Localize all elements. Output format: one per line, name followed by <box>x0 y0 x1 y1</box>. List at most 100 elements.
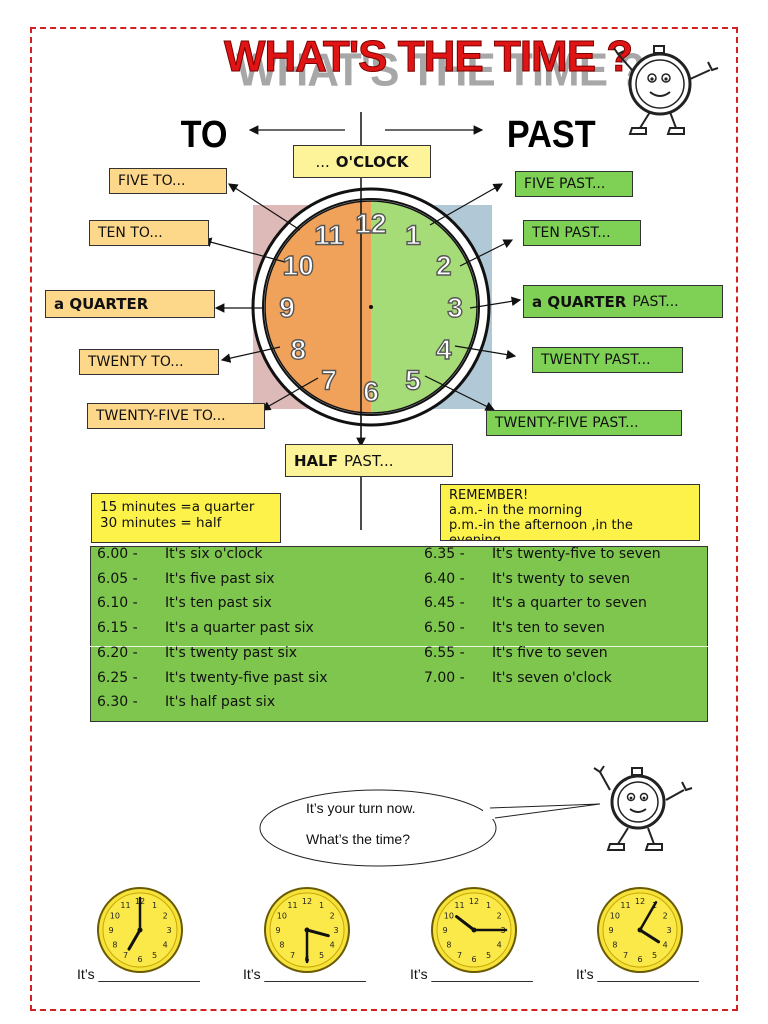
label-twenty-past: TWENTY PAST... <box>532 347 683 373</box>
table-divider <box>90 646 708 647</box>
to-heading: TO <box>180 114 228 156</box>
answer-line-1[interactable]: It’s _____________ <box>77 966 200 982</box>
table-row: 6.05 - It's five past six <box>97 571 397 589</box>
exercise-clock-number: 9 <box>108 926 113 935</box>
table-row: 6.55 -It's five to seven <box>424 645 724 663</box>
label-text: TEN PAST... <box>532 225 611 241</box>
table-row: 6.10 -It's ten past six <box>97 595 397 613</box>
clock-number: 8 <box>290 334 306 365</box>
exercise-clock-number: 4 <box>663 941 668 950</box>
remember-note: REMEMBER! a.m.- in the morning p.m.-in t… <box>440 484 700 541</box>
exercise-clock-number: 12 <box>302 897 312 906</box>
oclock-label: ... O'CLOCK <box>293 145 431 178</box>
row-time: 6.35 - <box>424 546 465 562</box>
exercise-clock-number: 1 <box>486 901 491 910</box>
label-text: PAST... <box>632 293 679 310</box>
exercise-clock-number: 3 <box>166 926 171 935</box>
exercise-clock-number: 4 <box>163 941 168 950</box>
label-quarter-past: a QUARTER PAST... <box>523 285 723 318</box>
table-row: 6.40 -It's twenty to seven <box>424 571 724 589</box>
past-heading: PAST <box>506 114 596 156</box>
answer-line-2[interactable]: It’s _____________ <box>243 966 366 982</box>
remember-line: p.m.-in the afternoon ,in the <box>449 518 633 533</box>
exercise-clock-number: 1 <box>152 901 157 910</box>
exercise-clock-number: 8 <box>112 941 117 950</box>
bubble-line-1: It’s your turn now. <box>306 800 416 816</box>
table-row: 7.00 -It's seven o'clock <box>424 670 724 688</box>
exercise-clock-number: 9 <box>442 926 447 935</box>
answer-line-3[interactable]: It’s _____________ <box>410 966 533 982</box>
exercise-clock-number: 5 <box>652 951 657 960</box>
exercise-clock-number: 2 <box>163 912 168 921</box>
exercise-clock-number: 10 <box>610 912 620 921</box>
exercise-clock-number: 8 <box>446 941 451 950</box>
label-ten-past: TEN PAST... <box>523 220 641 246</box>
row-time: 6.55 - <box>424 644 465 661</box>
label-text: TWENTY PAST... <box>541 352 651 368</box>
exercise-clock-number: 6 <box>471 955 476 964</box>
row-time: 7.00 - <box>424 669 465 686</box>
exercise-clock-number: 2 <box>663 912 668 921</box>
table-row: 6.20 -It's twenty past six <box>97 645 397 663</box>
clock-number: 9 <box>279 292 295 323</box>
row-text: It's a quarter past six <box>165 620 314 637</box>
clock-number: 4 <box>436 334 452 365</box>
row-time: 6.10 - <box>97 595 138 612</box>
hour-hand <box>127 928 142 951</box>
half-past-label: HALF PAST... <box>285 444 453 477</box>
table-row: 6.45 - It's a quarter to seven <box>424 595 724 613</box>
remember-title: REMEMBER! <box>449 488 529 503</box>
row-time: 6.30 - <box>97 694 138 711</box>
row-time: 6.05 - <box>97 570 138 587</box>
exercise-clock-number: 8 <box>279 941 284 950</box>
label-quarter-to: a QUARTER <box>45 290 215 318</box>
label-text: FIVE PAST... <box>524 176 606 192</box>
row-text: It's half past six <box>165 694 276 711</box>
exercise-clock-number: 4 <box>497 941 502 950</box>
cartoon-clock-icon <box>593 765 693 851</box>
label-twenty-five-past: TWENTY-FIVE PAST... <box>486 410 682 436</box>
exercise-clock-number: 5 <box>319 951 324 960</box>
dashed-page-border <box>30 27 738 1011</box>
exercise-clock-number: 10 <box>110 912 120 921</box>
minutes-note-line: 30 minutes = half <box>100 515 222 531</box>
exercise-clocks: 1234567891011121234567891011121234567891… <box>97 887 683 973</box>
clock-number: 11 <box>314 219 344 250</box>
exercise-clock-number: 5 <box>486 951 491 960</box>
label-text: TWENTY-FIVE TO... <box>96 408 226 424</box>
exercise-clock-number: 8 <box>612 941 617 950</box>
exercise-clock-number: 11 <box>454 901 464 910</box>
label-five-to: FIVE TO... <box>109 168 227 194</box>
hour-hand <box>638 928 661 944</box>
clock-number: 2 <box>436 250 452 281</box>
clock-number: 1 <box>405 219 421 250</box>
remember-line: evening <box>449 533 502 541</box>
row-text: It's twenty-five past six <box>165 669 328 686</box>
answer-line-4[interactable]: It’s _____________ <box>576 966 699 982</box>
half-text: PAST... <box>343 451 394 470</box>
row-text: It's five past six <box>165 570 275 587</box>
row-time: 6.25 - <box>97 669 138 686</box>
table-row: 6.50 -It's ten to seven <box>424 620 724 638</box>
row-text: It's a quarter to seven <box>492 595 647 612</box>
clock-past-half <box>371 201 477 413</box>
row-text: It's six o'clock <box>165 546 263 562</box>
title-shadow: WHAT'S THE TIME ? <box>236 44 645 97</box>
label-text: TEN TO... <box>98 225 163 241</box>
row-time: 6.45 - <box>424 595 465 612</box>
speech-bubble <box>259 789 601 867</box>
cartoon-clock-icon <box>613 45 719 135</box>
exercise-clock-number: 4 <box>330 941 335 950</box>
row-text: It's twenty-five to seven <box>492 546 661 562</box>
exercise-clock-number: 6 <box>137 955 142 964</box>
exercise-clock-number: 7 <box>123 951 128 960</box>
exercise-clock-number: 6 <box>637 955 642 964</box>
table-row: 6.15 -It's a quarter past six <box>97 620 397 638</box>
clock-to-half <box>265 201 371 413</box>
hour-hand <box>305 928 330 938</box>
clock-number: 7 <box>321 365 337 396</box>
label-ten-to: TEN TO... <box>89 220 209 246</box>
label-bold: a QUARTER <box>532 292 627 311</box>
clock-number: 3 <box>447 292 463 323</box>
